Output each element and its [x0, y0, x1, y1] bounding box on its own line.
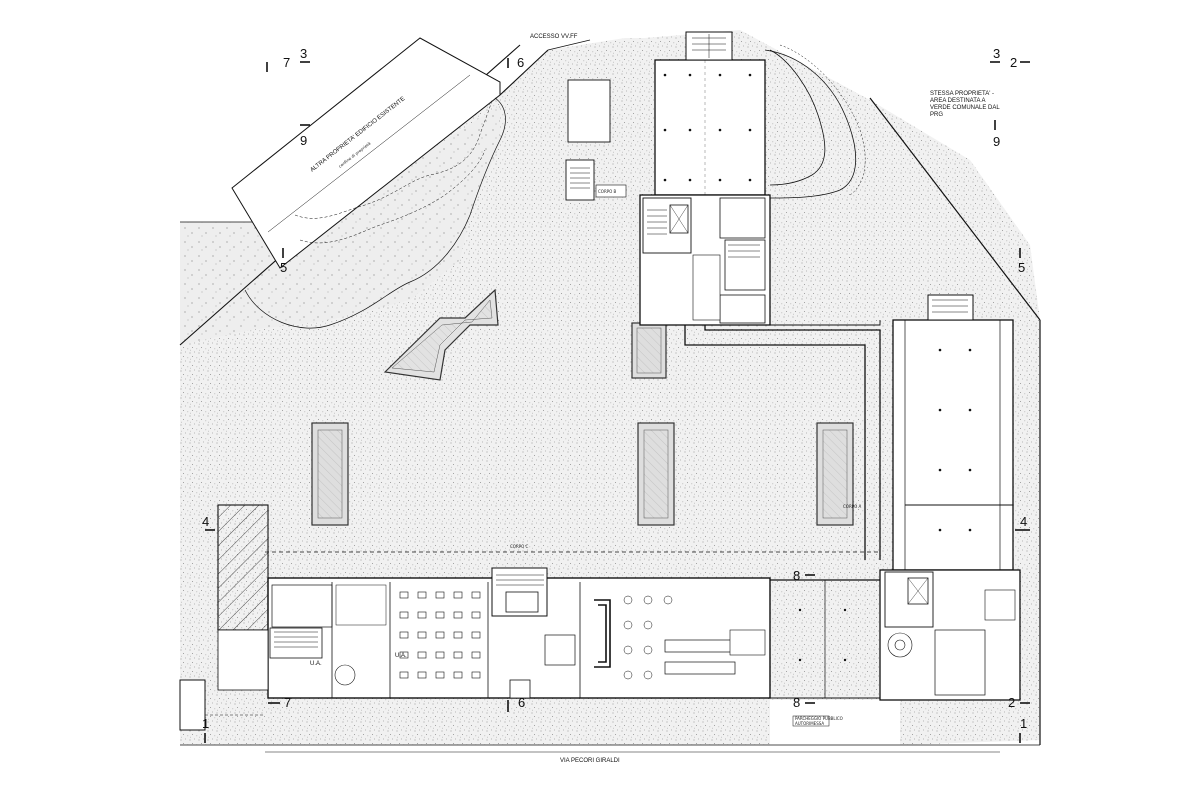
dining-tables — [399, 591, 481, 679]
section-mark-left-4: 4 — [202, 514, 209, 529]
corpo-a-building — [879, 294, 1021, 701]
driveway — [764, 44, 866, 199]
stessa-line-2: AREA DESTINATA A — [930, 98, 985, 104]
existing-building: ALTRA PROPRIETA' EDIFICIO ESISTENTE conf… — [231, 37, 501, 269]
section-mark-left-1: 1 — [202, 716, 209, 731]
utility-box: CORPO B — [565, 79, 627, 201]
garden-path — [244, 97, 506, 329]
stessa-line-4: PRG — [930, 112, 943, 118]
section-mark-left-7: 7 — [283, 55, 290, 70]
section-mark-left-3: 3 — [300, 46, 307, 61]
car-ramp — [179, 504, 269, 731]
section-mark-bottom-8: 8 — [793, 695, 800, 710]
section-mark-right-5: 5 — [1018, 260, 1025, 275]
stessa-line-1: STESSA PROPRIETA' - — [930, 91, 994, 97]
section-mark-right-3: 3 — [993, 46, 1000, 61]
stepped-planter — [383, 288, 499, 381]
section-mark-right-4: 4 — [1020, 514, 1027, 529]
section-mark-top-6: 6 — [517, 55, 524, 70]
section-mark-left-9: 9 — [300, 133, 307, 148]
corpo-b-label: CORPO B — [598, 189, 617, 194]
cafe-tables — [623, 595, 673, 680]
section-mark-left-5: 5 — [280, 260, 287, 275]
connecting-corridor — [684, 320, 881, 560]
parcheggio-note: PARCHEGGIO PUBBLICO AUTORIMESSA — [792, 715, 843, 727]
stessa-line-3: VERDE COMUNALE DAL — [930, 105, 1000, 111]
corpo-a-label: CORPO A — [843, 504, 862, 509]
corpo-c-building: CORPO C — [265, 544, 880, 699]
accesso-label: ACCESSO VV.FF — [530, 34, 578, 40]
stessa-proprieta-note: STESSA PROPRIETA' - AREA DESTINATA A VER… — [930, 91, 1000, 118]
planters — [311, 322, 854, 526]
section-mark-right-1: 1 — [1020, 716, 1027, 731]
section-mark-bottom-7: 7 — [284, 695, 291, 710]
section-marks: 7 3 9 5 4 1 2 3 9 5 4 2 1 6 8 7 6 — [202, 46, 1030, 743]
parcheggio-label-1: PARCHEGGIO PUBBLICO — [795, 716, 843, 721]
site-ground — [180, 30, 1040, 745]
section-mark-bottom-6: 6 — [518, 695, 525, 710]
ua-label-1: U.A. — [310, 661, 322, 667]
ua-label-2: U.A. — [395, 653, 407, 659]
section-mark-mid-8: 8 — [793, 568, 800, 583]
section-mark-right-2b: 2 — [1008, 695, 1015, 710]
section-mark-right-2: 2 — [1010, 55, 1017, 70]
parcheggio-label-2: AUTORIMESSA — [795, 721, 824, 726]
corpo-b-building — [639, 31, 771, 326]
corpo-c-label: CORPO C — [510, 544, 529, 549]
section-mark-right-9: 9 — [993, 134, 1000, 149]
street-label: VIA PECORI GIRALDI — [560, 758, 620, 764]
